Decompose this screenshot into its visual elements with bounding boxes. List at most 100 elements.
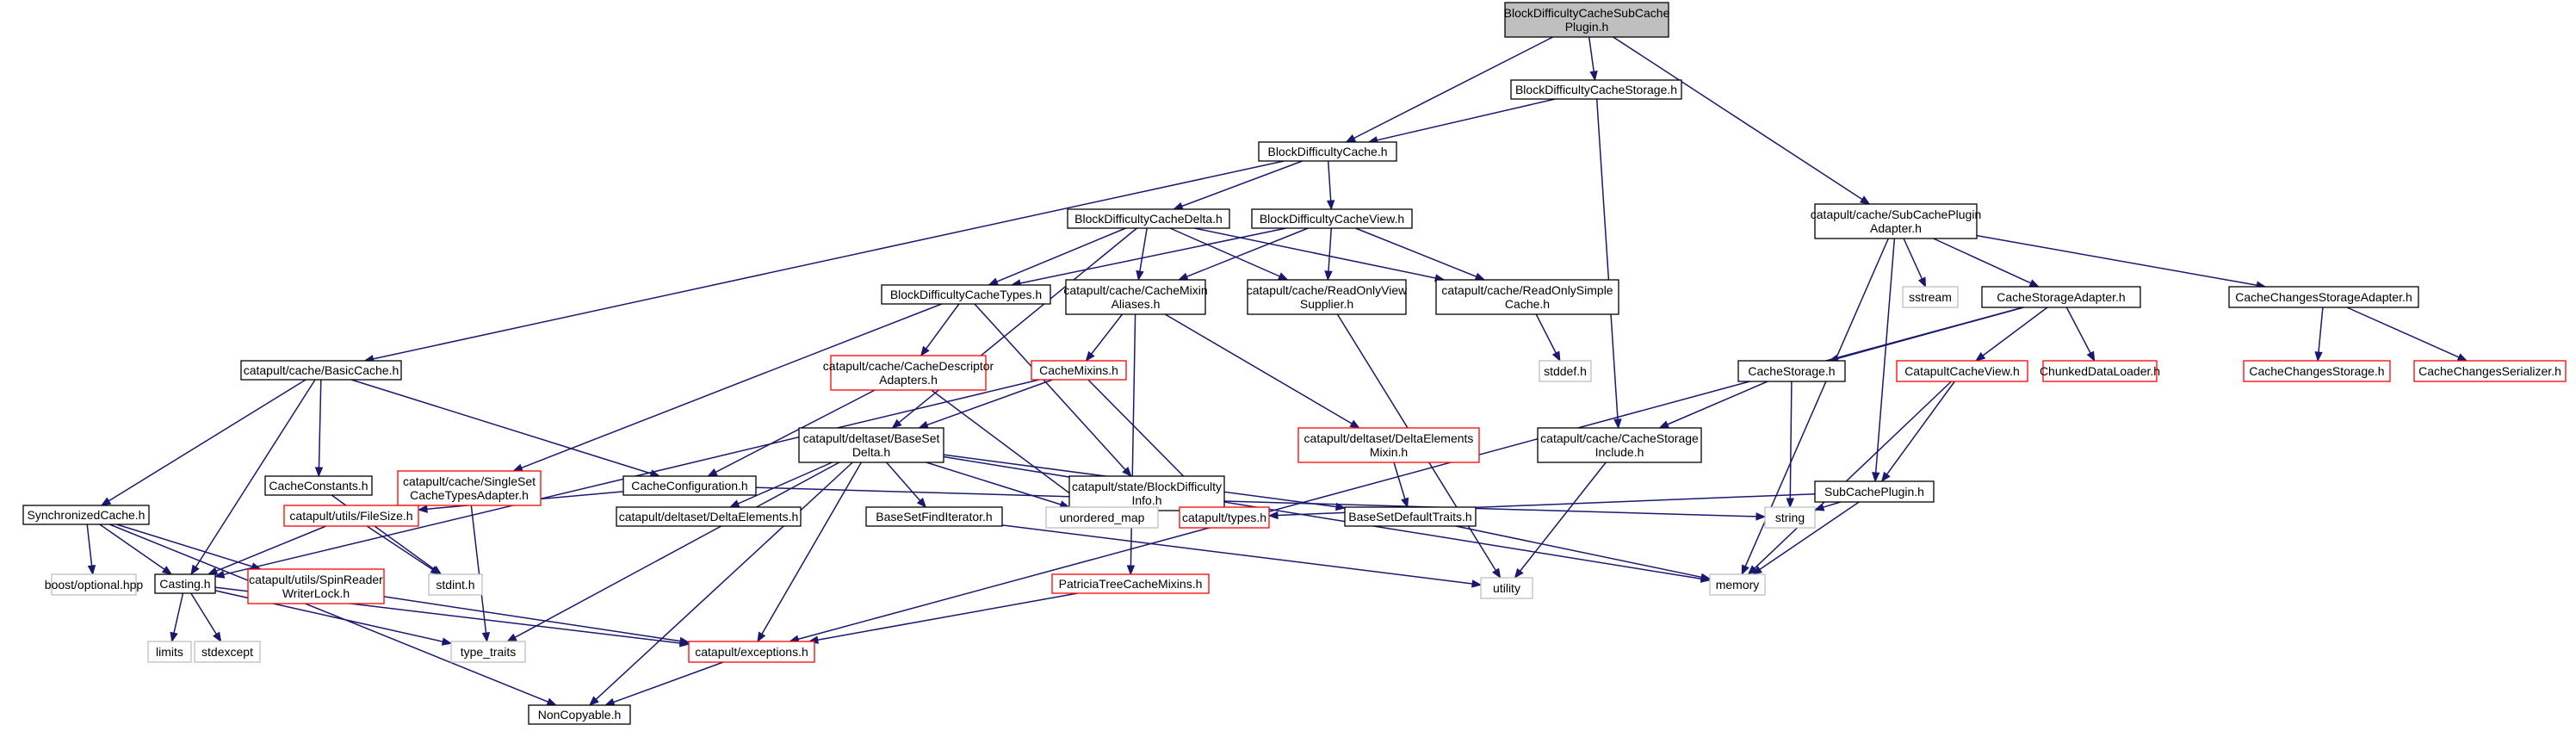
node-label: catapult/cache/CacheDescriptor bbox=[823, 359, 994, 373]
edge-spin_reader_writer_lock-to-exceptions bbox=[383, 596, 690, 646]
node-casting[interactable]: Casting.h bbox=[154, 573, 216, 594]
edge-synchronized_cache-to-boost_optional bbox=[86, 523, 96, 576]
edge-bdc-to-bdc_view bbox=[1326, 160, 1335, 211]
node-label: sstream bbox=[1909, 290, 1952, 304]
node-string[interactable]: string bbox=[1764, 506, 1816, 529]
edge-basic_cache-to-cache_constants bbox=[314, 379, 324, 478]
node-box bbox=[1031, 360, 1127, 381]
node-basic-cache[interactable]: catapult/cache/BasicCache.h bbox=[240, 360, 402, 381]
node-patricia-tree-cache-mixins[interactable]: PatriciaTreeCacheMixins.h bbox=[1051, 573, 1210, 594]
edge-bdc_view-to-readonly_view_supplier bbox=[1324, 227, 1333, 282]
node-cache-storage[interactable]: CacheStorage.h bbox=[1737, 360, 1846, 382]
node-cache-changes-storage[interactable]: CacheChangesStorage.h bbox=[2243, 360, 2391, 382]
node-box bbox=[881, 284, 1051, 305]
node-label: boost/optional.hpp bbox=[45, 578, 144, 592]
node-base-set-default-traits[interactable]: BaseSetDefaultTraits.h bbox=[1344, 506, 1477, 527]
node-box bbox=[1709, 573, 1766, 596]
node-type-traits[interactable]: type_traits bbox=[450, 641, 526, 663]
node-box bbox=[147, 641, 192, 663]
node-bdc-delta[interactable]: BlockDifficultyCacheDelta.h bbox=[1067, 208, 1230, 229]
node-noncopyable[interactable]: NonCopyable.h bbox=[528, 704, 631, 725]
edge-bdc_delta-to-cache_mixin_aliases bbox=[1136, 227, 1148, 282]
edge-synchronized_cache-to-casting bbox=[99, 523, 173, 575]
node-cache-configuration[interactable]: CacheConfiguration.h bbox=[622, 475, 757, 496]
node-label: catapult/cache/CacheMixin bbox=[1063, 283, 1207, 297]
node-single-set-adapter[interactable]: catapult/cache/SingleSetCacheTypesAdapte… bbox=[397, 470, 542, 506]
edge-bdc-to-basic_cache bbox=[363, 160, 1285, 363]
node-box bbox=[1435, 279, 1619, 315]
node-label: catapult/cache/CacheStorage bbox=[1540, 431, 1699, 445]
edge-bdc_types-to-block_difficulty_info bbox=[974, 303, 1132, 477]
node-stddef[interactable]: stddef.h bbox=[1539, 360, 1592, 382]
node-box bbox=[865, 506, 1003, 527]
node-box bbox=[1179, 506, 1270, 529]
edge-bdc-to-bdc_delta bbox=[1173, 160, 1303, 210]
node-subcache-plugin[interactable]: SubCachePlugin.h bbox=[1814, 480, 1935, 503]
edge-cache_changes_storage_adapter-to-cache_changes_storage bbox=[2314, 307, 2324, 362]
edge-subcache_adapter-to-cache_storage_adapter bbox=[1933, 238, 2040, 288]
edge-bdc_types-to-cache_descriptor_adapters bbox=[920, 303, 960, 357]
node-memory[interactable]: memory bbox=[1709, 573, 1766, 596]
node-chunked-data-loader[interactable]: ChunkedDataLoader.h bbox=[2040, 360, 2160, 382]
edge-casting-to-stdexcept bbox=[190, 592, 222, 643]
node-box bbox=[1764, 506, 1816, 529]
node-catapult-cache-view[interactable]: CatapultCacheView.h bbox=[1896, 360, 2028, 382]
edge-catapult_cache_view-to-memory bbox=[1747, 381, 1952, 575]
node-bdc-storage[interactable]: BlockDifficultyCacheStorage.h bbox=[1510, 79, 1682, 100]
node-label: CacheMixins.h bbox=[1039, 363, 1118, 377]
node-bdc-view[interactable]: BlockDifficultyCacheView.h bbox=[1251, 208, 1413, 229]
edge-cache_storage-to-cache_storage_include bbox=[1658, 381, 1768, 429]
node-box bbox=[51, 573, 137, 596]
node-bdc-types[interactable]: BlockDifficultyCacheTypes.h bbox=[881, 284, 1051, 305]
node-unordered-map[interactable]: unordered_map bbox=[1045, 506, 1159, 529]
edge-cache_mixin_aliases-to-cache_mixins bbox=[1085, 313, 1124, 362]
node-sstream[interactable]: sstream bbox=[1902, 286, 1959, 308]
edge-cache_descriptor_adapters-to-unordered_map bbox=[931, 389, 1089, 508]
node-cache-changes-serializer[interactable]: CacheChangesSerializer.h bbox=[2413, 360, 2567, 382]
node-base-set-find-iterator[interactable]: BaseSetFindIterator.h bbox=[865, 506, 1003, 527]
node-box bbox=[1065, 279, 1206, 315]
node-label: type_traits bbox=[461, 645, 517, 659]
node-delta-elements[interactable]: catapult/deltaset/DeltaElements.h bbox=[616, 506, 802, 527]
node-box bbox=[1480, 577, 1533, 599]
edge-bdc_storage-to-cache_storage_include bbox=[1595, 98, 1622, 430]
node-boost-optional[interactable]: boost/optional.hpp bbox=[45, 573, 144, 596]
node-label: CacheChangesStorage.h bbox=[2249, 364, 2384, 378]
node-bdc[interactable]: BlockDifficultyCache.h bbox=[1258, 141, 1397, 162]
node-stdint[interactable]: stdint.h bbox=[428, 573, 483, 596]
node-label: stdint.h bbox=[436, 578, 474, 592]
edge-root-to-subcache_adapter bbox=[1613, 36, 1871, 205]
node-label: catapult/utils/FileSize.h bbox=[289, 509, 412, 523]
node-limits[interactable]: limits bbox=[147, 641, 192, 663]
edge-file_size-to-stdint bbox=[366, 525, 442, 575]
node-stdexcept[interactable]: stdexcept bbox=[194, 641, 261, 663]
node-utility[interactable]: utility bbox=[1480, 577, 1533, 599]
node-cache-constants[interactable]: CacheConstants.h bbox=[264, 475, 373, 496]
node-synchronized-cache[interactable]: SynchronizedCache.h bbox=[22, 505, 150, 525]
edge-cache_mixins-to-base_set_delta bbox=[918, 379, 1053, 429]
node-label: catapult/cache/BasicCache.h bbox=[244, 363, 399, 377]
node-label: Casting.h bbox=[159, 577, 210, 591]
node-types[interactable]: catapult/types.h bbox=[1179, 506, 1270, 529]
node-label: BlockDifficultyCache.h bbox=[1267, 145, 1387, 158]
node-label: CacheStorage.h bbox=[1748, 364, 1835, 378]
node-exceptions[interactable]: catapult/exceptions.h bbox=[688, 641, 815, 663]
edge-bdc_view-to-bdc_types bbox=[1010, 227, 1287, 288]
node-box bbox=[264, 475, 373, 496]
node-file-size[interactable]: catapult/utils/FileSize.h bbox=[283, 505, 419, 527]
node-cache-changes-storage-adapter[interactable]: CacheChangesStorageAdapter.h bbox=[2228, 286, 2419, 308]
node-cache-storage-adapter[interactable]: CacheStorageAdapter.h bbox=[1981, 286, 2141, 308]
edge-exceptions-to-noncopyable bbox=[604, 661, 724, 706]
node-cache-mixins[interactable]: CacheMixins.h bbox=[1031, 360, 1127, 381]
